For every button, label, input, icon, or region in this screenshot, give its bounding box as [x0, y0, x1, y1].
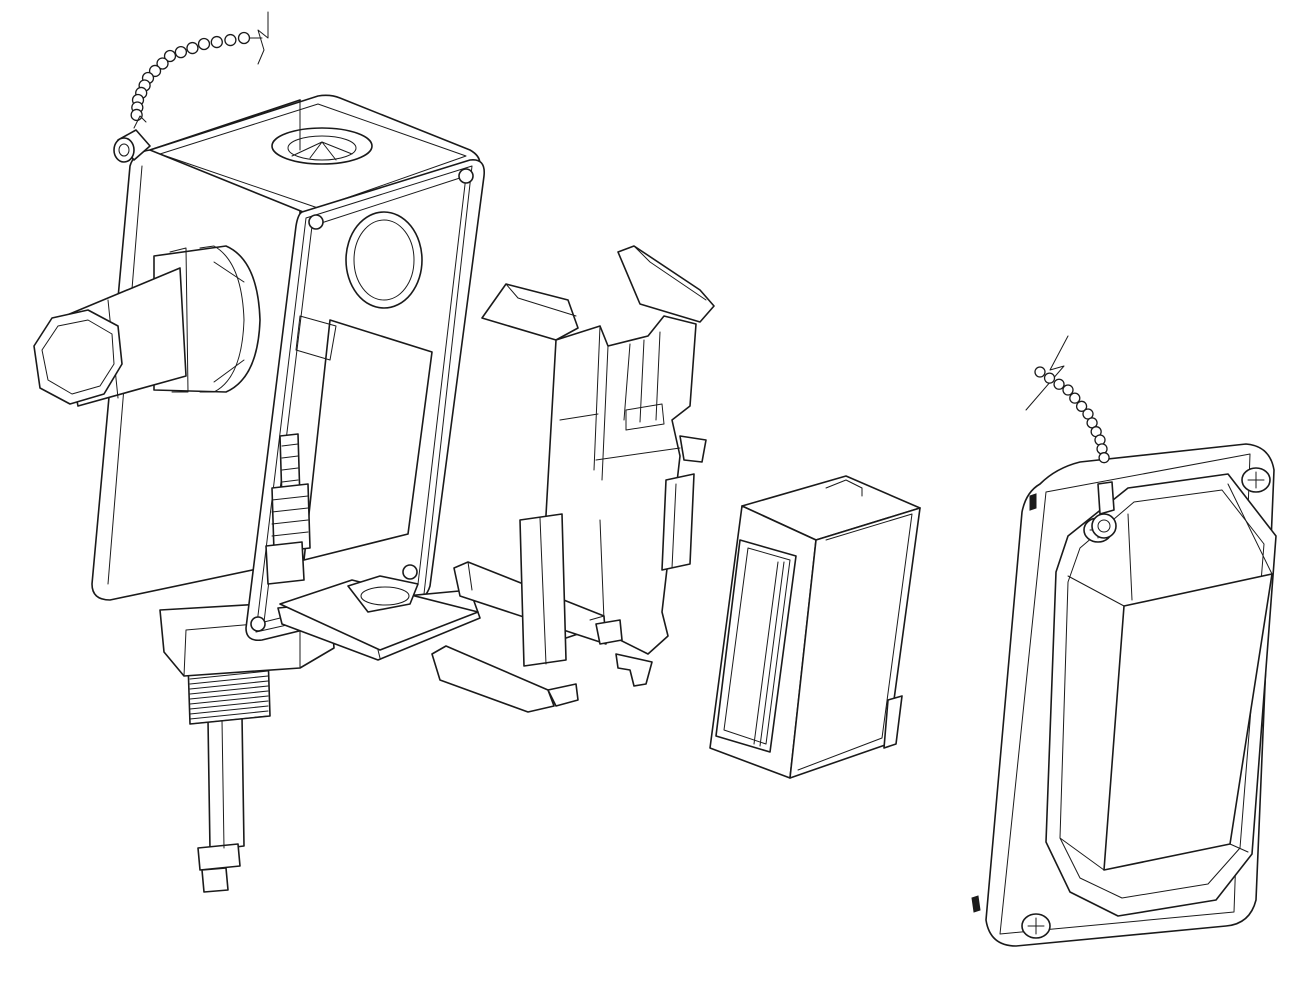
mounting-bracket — [431, 245, 715, 713]
chain-clip-left — [113, 115, 151, 163]
thread-line — [189, 710, 269, 720]
thread-line — [189, 700, 269, 710]
thread-line — [189, 685, 269, 695]
thread-line — [189, 705, 269, 715]
chain-bead — [1075, 400, 1088, 412]
electronics-module — [709, 475, 921, 779]
chain-beads-right — [1034, 366, 1110, 464]
slide-tab — [277, 575, 481, 661]
thread-line — [189, 695, 269, 705]
conduit-fitting — [33, 245, 261, 407]
front-cover — [971, 443, 1277, 947]
chain-bead — [156, 57, 169, 70]
chain-clip-right — [1091, 481, 1117, 539]
thread-line — [189, 715, 269, 725]
chain-bead — [1069, 392, 1081, 404]
thread-line — [189, 670, 269, 680]
retaining-chain-left — [247, 11, 269, 65]
chain-bead — [237, 31, 251, 45]
chain-bead — [1043, 372, 1056, 384]
chain-bead — [186, 41, 199, 55]
chain-bead — [163, 49, 177, 63]
cover-screw-bottom-left — [1021, 913, 1051, 939]
chain-bead — [224, 33, 237, 47]
chain-bead — [1053, 378, 1065, 390]
immersion-probe — [159, 599, 335, 893]
retaining-chain-right — [1025, 335, 1069, 411]
chain-beads-left — [130, 31, 251, 122]
chain-bead — [1034, 366, 1046, 378]
chain-bead — [130, 108, 143, 122]
thread-line — [189, 675, 269, 685]
thread-line — [189, 680, 269, 690]
chain-bead — [1098, 452, 1110, 464]
thread-line — [189, 690, 269, 700]
chain-bead — [197, 37, 211, 51]
chain-bead — [1062, 384, 1074, 396]
chain-bead — [210, 35, 223, 49]
chain-bead — [174, 46, 188, 59]
cover-screw-top-right — [1241, 467, 1271, 493]
